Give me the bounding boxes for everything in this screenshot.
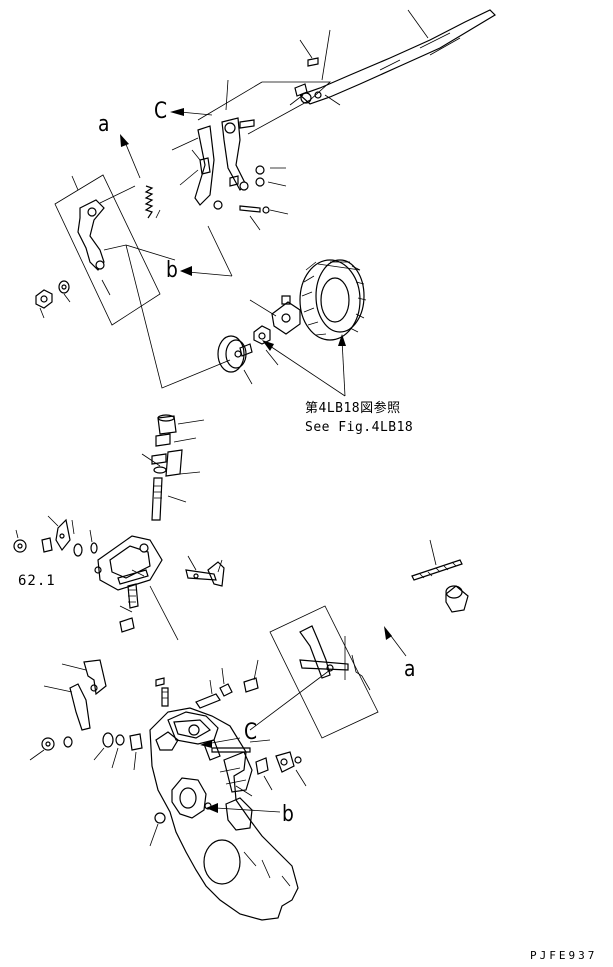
small-parts-left	[13, 515, 98, 557]
lower-bolts	[155, 659, 259, 709]
lower-washers	[29, 732, 143, 771]
label-a-top: a	[98, 112, 110, 137]
small-parts-cover	[119, 569, 145, 633]
label-b-bottom: b	[282, 802, 294, 827]
leader-lines-top	[225, 9, 429, 111]
detail-box-right	[249, 605, 379, 739]
frame-lines-middle	[103, 244, 231, 389]
pulley-drum	[299, 259, 367, 341]
pin-right-middle	[411, 539, 469, 613]
key-plate	[271, 295, 301, 335]
rod-bolts	[294, 57, 319, 97]
throttle-rod	[298, 9, 496, 105]
arrow-b-top	[180, 225, 233, 277]
reference-note-en: See Fig.4LB18	[305, 420, 414, 435]
nut-washer-center	[217, 299, 279, 385]
arrow-c-top	[170, 108, 213, 116]
part-number-621: 62.1	[18, 573, 56, 589]
label-a-bottom: a	[404, 657, 416, 682]
linkage-pin-right	[185, 555, 225, 587]
label-c-bottom: C	[244, 720, 258, 745]
reference-arrows	[262, 334, 346, 397]
arrow-b-bottom	[206, 803, 281, 813]
arrow-a-top	[120, 134, 141, 179]
label-b-top: b	[166, 258, 178, 283]
lower-right-parts	[203, 739, 307, 797]
label-c-top: C	[154, 99, 168, 124]
nut-washer-left	[35, 280, 71, 319]
lever-pins	[229, 119, 289, 231]
bushing-stack	[141, 414, 205, 521]
reference-note-jp: 第4LB18図参照	[305, 401, 401, 416]
lower-brackets	[43, 659, 107, 731]
arrow-c-bottom	[200, 737, 241, 748]
small-circle-lower	[204, 802, 212, 810]
pump-housing	[149, 707, 299, 921]
governor-cover	[94, 535, 179, 641]
return-spring	[144, 185, 161, 219]
arrow-a-bottom	[384, 626, 407, 657]
document-code: PJFE937	[530, 949, 598, 962]
reference-frame-upper	[197, 81, 332, 135]
governor-lever	[171, 117, 249, 210]
detail-box-left	[54, 174, 161, 326]
